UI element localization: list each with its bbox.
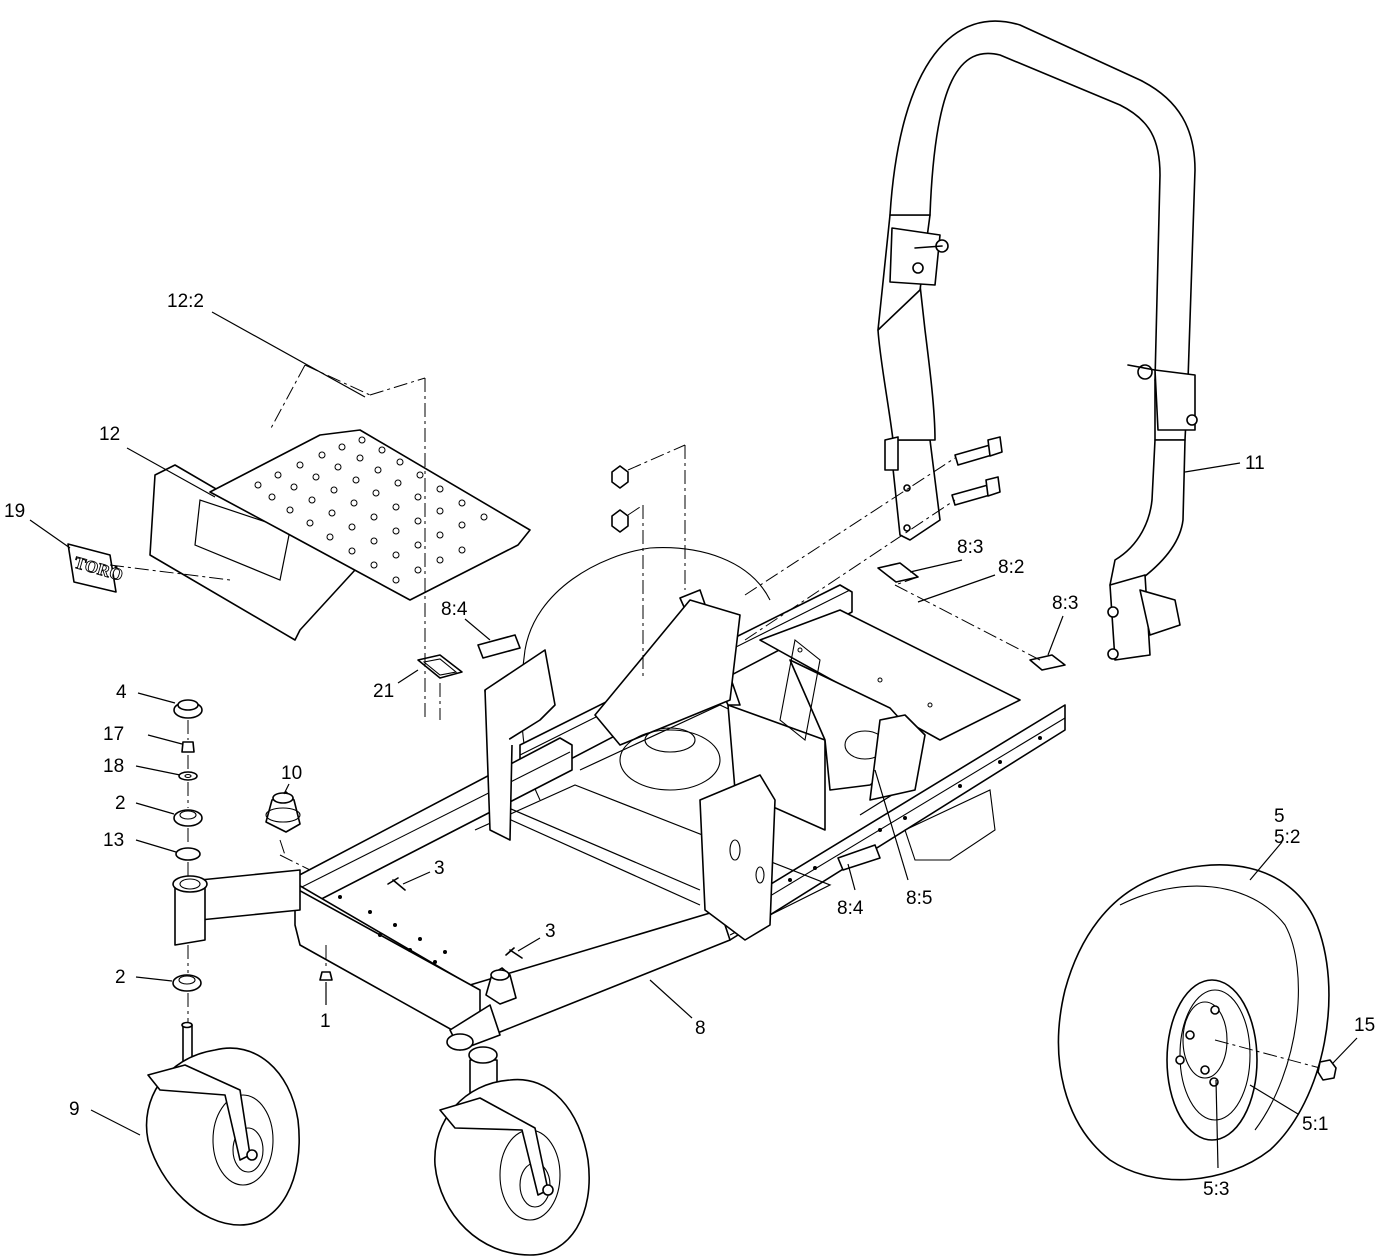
- callout-19: 19: [4, 501, 25, 522]
- lug-nut-part-15: [1317, 1059, 1337, 1081]
- roll-bar-nuts: [611, 465, 629, 533]
- callout-5-1: 5:1: [1302, 1114, 1328, 1135]
- callout-8-4-top: 8:4: [441, 599, 468, 620]
- nut-part-17: [181, 741, 195, 753]
- rear-wheel-part-5: [1057, 864, 1330, 1181]
- grommet-part-21: [417, 654, 463, 679]
- callout-8-5: 8:5: [906, 888, 932, 909]
- callout-3-b: 3: [545, 921, 556, 942]
- callout-12: 12: [99, 424, 120, 445]
- callout-18: 18: [103, 756, 124, 777]
- left-caster-arm: [172, 869, 301, 946]
- callout-10: 10: [281, 763, 302, 784]
- callout-2-upper: 2: [115, 793, 126, 814]
- callout-11: 11: [1245, 453, 1265, 474]
- decal-part-8-4-b: [837, 844, 881, 871]
- bump-stop-frame: [485, 967, 517, 1005]
- front-plate-holes: [338, 895, 447, 964]
- callout-9: 9: [69, 1099, 80, 1120]
- callout-8-3-b: 8:3: [1052, 593, 1078, 614]
- bearing-part-2-lower: [172, 974, 202, 992]
- callout-17: 17: [103, 724, 124, 745]
- caster-wheel-right: [434, 1046, 590, 1256]
- foot-plate-part-12: [149, 429, 531, 641]
- bearing-cap-part-4: [173, 699, 203, 719]
- callout-1: 1: [320, 1011, 331, 1032]
- callout-8-2: 8:2: [998, 557, 1024, 578]
- callout-5-3: 5:3: [1203, 1179, 1229, 1200]
- bearing-part-2-upper: [173, 809, 203, 827]
- screw-part-1: [319, 945, 333, 981]
- decal-part-8-3-b: [1029, 654, 1066, 671]
- right-caster-tube: [446, 1004, 501, 1051]
- seal-part-13: [175, 847, 201, 861]
- callout-8-4-bottom: 8:4: [837, 898, 864, 919]
- leader-lines: [29, 311, 1358, 1169]
- callout-13: 13: [103, 830, 124, 851]
- callout-2-lower: 2: [115, 967, 126, 988]
- callout-4: 4: [116, 682, 127, 703]
- foot-plate-holes: [254, 436, 488, 584]
- callout-5: 5: [1274, 806, 1285, 827]
- assembly-lines: [109, 364, 1041, 1022]
- callout-5-2: 5:2: [1274, 827, 1300, 848]
- callout-21: 21: [373, 681, 394, 702]
- decal-part-8-4-a: [477, 634, 521, 659]
- toro-decal-part-19: TORO: [67, 543, 126, 593]
- callout-8-3-a: 8:3: [957, 537, 983, 558]
- bump-stop-part-10: [265, 791, 311, 871]
- washer-part-18: [178, 771, 198, 781]
- callout-15: 15: [1354, 1015, 1375, 1036]
- pin-part-3-a: [387, 877, 406, 891]
- callout-3-a: 3: [434, 858, 445, 879]
- callout-12-2: 12:2: [167, 291, 204, 312]
- caster-wheel-part-9-left: [145, 1021, 300, 1226]
- roll-bar-bolts: [951, 436, 1003, 506]
- right-rail-holes: [788, 736, 1042, 882]
- callout-labels: 12:2 12 19 4 17 18 2 13 2 10 3 3 1 8 9 2…: [4, 291, 1375, 1200]
- pin-part-3-b: [505, 947, 523, 959]
- roll-bar-part-11: [877, 20, 1198, 661]
- main-frame: [289, 584, 1066, 1041]
- callout-8: 8: [695, 1018, 706, 1039]
